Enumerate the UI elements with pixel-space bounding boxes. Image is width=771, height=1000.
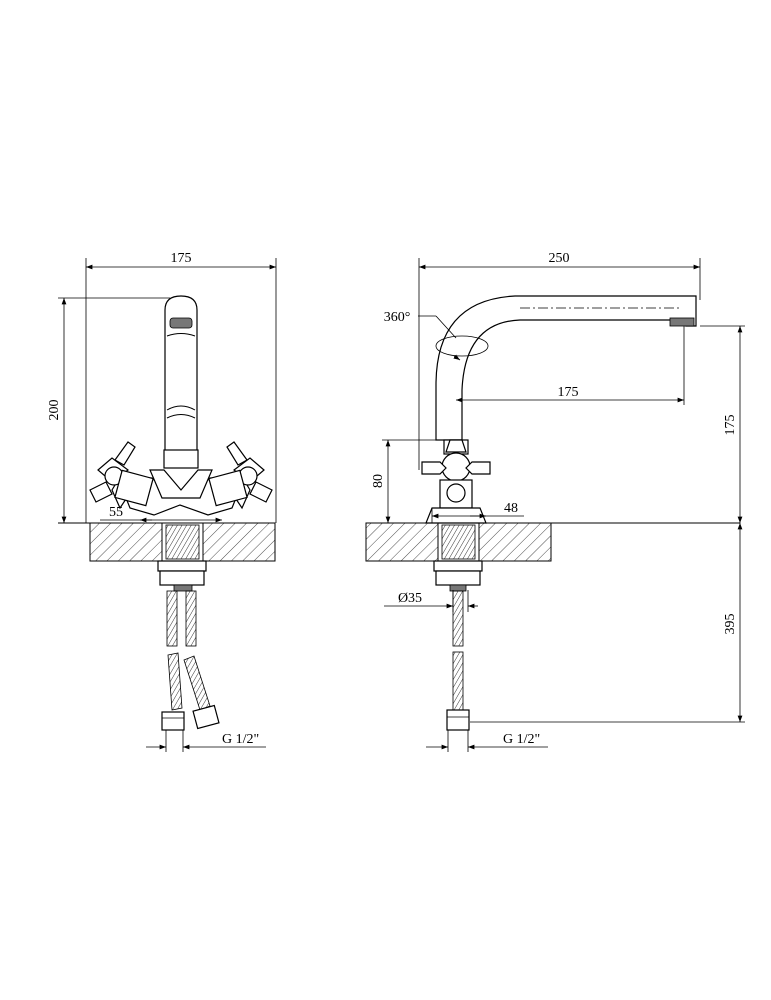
front-valve-body [89,441,273,516]
front-dimensions [58,258,277,752]
side-valve-height-label: 80 [371,474,386,488]
side-mount-nut [433,560,483,592]
front-right-handle [208,441,273,510]
side-reach-label: 250 [549,251,570,266]
front-mount-nut [157,560,207,592]
front-width-label: 175 [171,251,192,266]
front-hoses [161,590,220,731]
side-base-label: 48 [504,501,518,516]
side-rotation-label: 360° [384,310,411,325]
side-dimensions [382,258,745,752]
side-thread-label: G 1/2" [503,732,540,747]
side-spout-height-label: 175 [723,415,738,436]
side-hole-label: Ø35 [398,591,422,606]
side-view: 250 175 360° 175 80 48 Ø35 395 G 1/2" [365,251,745,752]
side-spout [435,295,697,441]
front-spout [163,295,199,469]
side-hose-length-label: 395 [723,614,738,635]
front-thread-label: G 1/2" [222,732,259,747]
side-hose [446,590,470,731]
side-countertop [365,522,740,562]
front-view: 175 200 55 G 1/2" [47,251,277,752]
front-height-label: 200 [47,400,62,421]
side-valve [421,439,491,524]
front-left-handle [89,441,154,510]
front-countertop [58,522,276,562]
front-base-label: 55 [109,505,123,520]
side-inner-reach-label: 175 [558,385,579,400]
